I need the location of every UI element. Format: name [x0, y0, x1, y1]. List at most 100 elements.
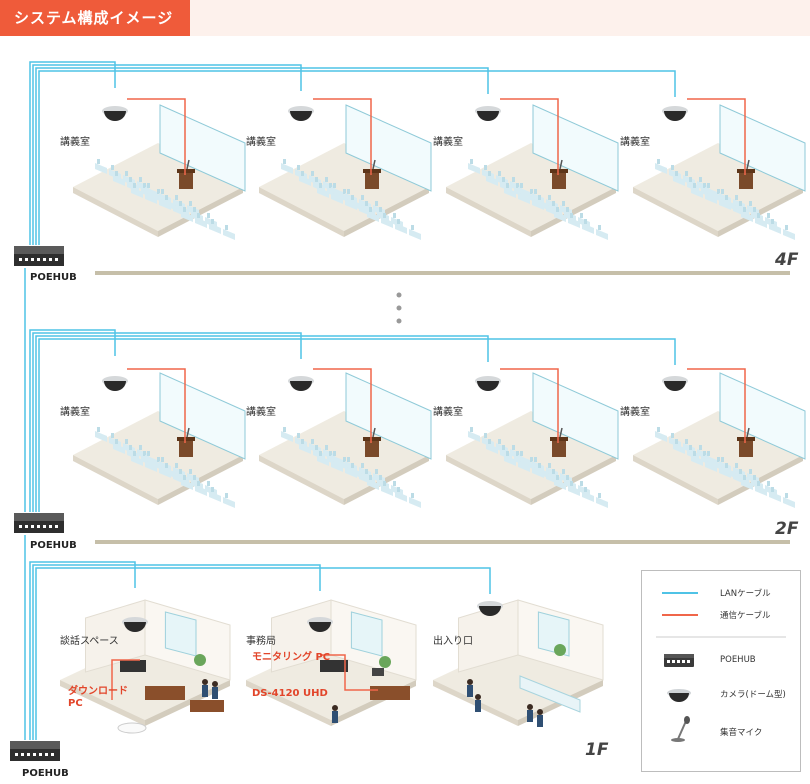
hub-port — [25, 525, 28, 528]
desk — [783, 229, 795, 240]
chair — [111, 165, 114, 170]
chair — [743, 475, 746, 480]
legend-comm-label: 通信ケーブル — [720, 611, 771, 621]
chair — [498, 171, 501, 176]
desk — [209, 491, 221, 502]
hub-port — [31, 258, 34, 261]
hub-port — [43, 525, 46, 528]
chair — [556, 207, 559, 212]
chair — [538, 463, 541, 468]
podium — [365, 171, 379, 189]
mic-icon — [186, 427, 190, 438]
chair — [735, 195, 738, 200]
person — [467, 679, 473, 685]
chair — [125, 439, 128, 444]
chair — [721, 189, 724, 194]
desk — [145, 187, 157, 198]
chair — [566, 207, 569, 212]
desk — [536, 199, 548, 210]
chair — [157, 189, 160, 194]
room-label: 講義室 — [60, 137, 90, 148]
legend-poehub-label: POEHUB — [720, 655, 756, 665]
hub-port — [45, 753, 48, 756]
chair — [753, 475, 756, 480]
camera-dome — [479, 606, 501, 616]
desk — [281, 431, 293, 442]
lan-cable — [35, 67, 489, 245]
window — [350, 611, 383, 657]
chair — [347, 457, 350, 462]
ellipsis-dot — [396, 318, 402, 324]
desk — [381, 217, 393, 228]
sofa — [190, 700, 224, 712]
comm-cable — [320, 654, 378, 691]
chair — [297, 165, 300, 170]
lan-cable — [29, 329, 116, 512]
chair — [703, 451, 706, 456]
desk — [131, 455, 143, 466]
desk — [395, 491, 407, 502]
desk — [409, 229, 421, 240]
chair — [361, 195, 364, 200]
desk — [409, 497, 421, 508]
chair — [538, 195, 541, 200]
reception-counter — [519, 675, 581, 713]
chair — [189, 201, 192, 206]
chair — [129, 445, 132, 450]
desk — [163, 199, 175, 210]
chair — [534, 189, 537, 194]
legend-lan-label: LANケーブル — [720, 589, 771, 599]
room-label: 講義室 — [433, 407, 463, 418]
mic-icon — [372, 159, 376, 170]
desk-pc — [120, 660, 146, 672]
ds-device — [372, 668, 384, 676]
room-floor-edge — [60, 680, 145, 726]
room-label: 事務局 — [246, 636, 276, 647]
comm-cable — [500, 368, 559, 443]
room-floor-edge — [259, 455, 344, 505]
chair — [502, 445, 505, 450]
desk — [769, 491, 781, 502]
room-label: 講義室 — [620, 137, 650, 148]
desk — [723, 467, 735, 478]
camera-dome — [124, 622, 146, 632]
podium — [179, 171, 193, 189]
room-floor-edge — [246, 680, 331, 726]
floor-label-4f: 4F — [775, 250, 799, 270]
whiteboard — [159, 104, 246, 192]
round-table — [117, 722, 147, 734]
chair — [717, 189, 720, 194]
sofa — [145, 686, 185, 700]
chair — [484, 165, 487, 170]
lan-cable — [32, 564, 321, 740]
mic-icon — [746, 427, 750, 438]
chair — [369, 475, 372, 480]
desk — [299, 175, 311, 186]
lan-cable — [29, 561, 136, 740]
chair — [512, 177, 515, 182]
plant-icon — [194, 654, 206, 666]
chair — [671, 433, 674, 438]
chair — [767, 481, 770, 486]
comm-cable — [313, 98, 372, 175]
whiteboard — [719, 372, 806, 460]
podium — [552, 439, 566, 457]
chair — [333, 183, 336, 188]
chair — [548, 195, 551, 200]
room-floor-edge — [446, 187, 531, 237]
chair — [393, 213, 396, 218]
mic-icon — [559, 159, 563, 170]
room-floor-edge — [718, 455, 803, 505]
chair — [365, 469, 368, 474]
hub-port — [51, 753, 54, 756]
room-floor-edge — [158, 187, 243, 237]
desk — [468, 431, 480, 442]
desk — [655, 431, 667, 442]
chair — [301, 439, 304, 444]
person — [332, 711, 338, 723]
desk — [349, 467, 361, 478]
chair — [699, 445, 702, 450]
chair — [771, 487, 774, 492]
desk — [518, 455, 530, 466]
whiteboard — [159, 372, 246, 460]
